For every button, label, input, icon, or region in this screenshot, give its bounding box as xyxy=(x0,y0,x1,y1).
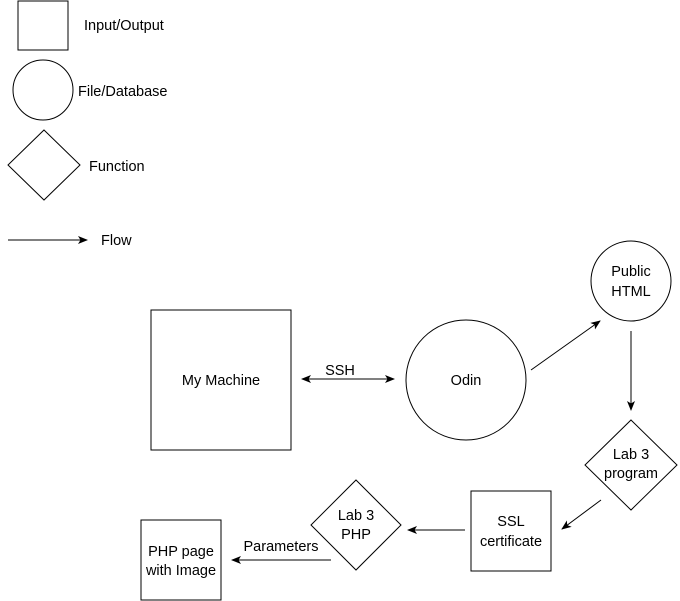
legend-label-file-database: File/Database xyxy=(78,84,167,100)
lab3-php-label-line1: Lab 3 xyxy=(338,508,374,524)
node-public-html: Public HTML xyxy=(590,240,672,322)
lab3-program-label-line1: Lab 3 xyxy=(613,447,649,463)
legend-item-flow: Flow xyxy=(8,233,132,249)
edge-odin-to-public-html xyxy=(530,320,601,371)
ssl-certificate-label-line2: certificate xyxy=(480,534,542,550)
legend-label-flow: Flow xyxy=(101,233,132,249)
lab3-program-label-line2: program xyxy=(604,466,658,482)
node-lab3-php: Lab 3 PHP xyxy=(310,479,402,571)
square-icon xyxy=(17,0,69,51)
legend-item-function: Function xyxy=(7,129,145,201)
ssh-edge-label: SSH xyxy=(325,363,355,379)
lab3-php-label-line2: PHP xyxy=(341,527,371,543)
edge-ssh: SSH xyxy=(301,363,395,383)
node-ssl-certificate: SSL certificate xyxy=(470,490,552,572)
public-html-label-line1: Public xyxy=(611,264,651,280)
ssl-certificate-label-line1: SSL xyxy=(497,514,524,530)
php-page-label-line2: with Image xyxy=(145,563,216,579)
legend: Input/Output File/Database Function Flow xyxy=(7,0,167,249)
circle-icon xyxy=(12,59,74,121)
node-my-machine: My Machine xyxy=(150,309,292,451)
lab3-php-diamond xyxy=(310,479,402,571)
node-odin: Odin xyxy=(405,319,527,441)
legend-label-input-output: Input/Output xyxy=(84,18,164,34)
php-page-box xyxy=(140,519,222,601)
node-lab3-program: Lab 3 program xyxy=(584,419,678,511)
my-machine-box xyxy=(150,309,292,451)
odin-circle xyxy=(405,319,527,441)
odin-label: Odin xyxy=(451,373,482,389)
legend-item-file-database: File/Database xyxy=(12,59,167,121)
node-php-page: PHP page with Image xyxy=(140,519,222,601)
edge-lab3-program-to-ssl-certificate xyxy=(561,499,602,530)
my-machine-label: My Machine xyxy=(182,373,260,389)
public-html-circle xyxy=(590,240,672,322)
public-html-label-line2: HTML xyxy=(611,284,650,300)
diamond-icon xyxy=(7,129,81,201)
lab3-program-diamond xyxy=(584,419,678,511)
php-page-label-line1: PHP page xyxy=(148,544,214,560)
legend-label-function: Function xyxy=(89,159,145,175)
parameters-edge-label: Parameters xyxy=(244,539,319,555)
legend-item-input-output: Input/Output xyxy=(17,0,164,51)
edge-parameters: Parameters xyxy=(231,539,331,564)
ssl-certificate-box xyxy=(470,490,552,572)
